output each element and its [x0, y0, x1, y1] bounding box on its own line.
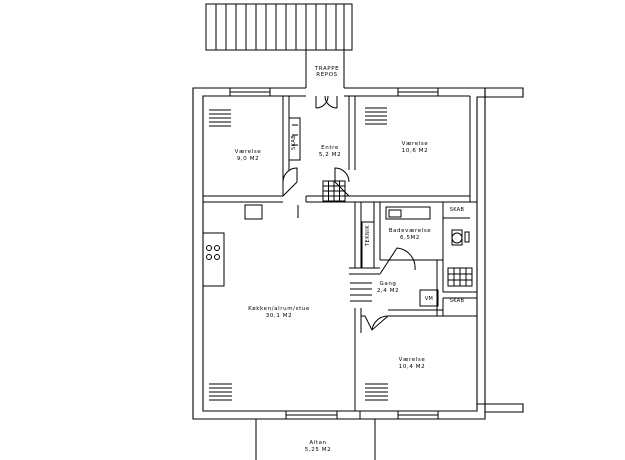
balcony-name: Altan	[309, 440, 327, 446]
entrance-closet	[288, 117, 301, 161]
landing-area: REPOS	[316, 72, 338, 78]
kitchen-name: Køkken/alrum/stue	[248, 306, 310, 312]
kitchen-area: 30,1 M2	[265, 313, 293, 319]
bath-closet-label: SKAB	[449, 207, 465, 213]
technical-label: TEKNIK	[365, 225, 371, 246]
interior-walls	[203, 96, 477, 411]
shower-grate	[448, 268, 472, 286]
exterior-walls	[192, 87, 524, 420]
entrance-closet-label: SKAB	[291, 134, 297, 150]
bedroom-nw-area: 9,0 M2	[236, 156, 260, 162]
doors	[282, 95, 416, 331]
balcony-outline	[255, 419, 376, 460]
windows	[229, 87, 439, 420]
bedroom-ne-area: 10,6 M2	[401, 148, 429, 154]
bedroom-se-area: 10,4 M2	[398, 364, 426, 370]
technical-room	[361, 221, 375, 269]
washer-label: VM	[424, 296, 434, 302]
closet-marks	[292, 124, 298, 146]
bathroom-name: Badeværelse	[388, 228, 432, 234]
bedroom-se-name: Værelse	[398, 357, 426, 363]
staircase	[205, 3, 353, 88]
entrance-area: 5,2 M2	[318, 152, 342, 158]
bedroom-ne-name: Værelse	[401, 141, 429, 147]
hall-closet-label: SKAB	[449, 298, 465, 304]
entrance-name: Entre	[321, 145, 339, 151]
kitchen-counter	[203, 204, 299, 287]
landing-name: TRAPPE	[314, 66, 340, 72]
balcony-area: 5,25 M2	[304, 447, 332, 453]
hall-area: 2,4 M2	[376, 288, 400, 294]
bathroom-area: 6,5M2	[400, 235, 420, 241]
floor-grate	[322, 180, 346, 202]
hall-stair	[350, 282, 372, 302]
bedroom-nw-name: Værelse	[234, 149, 262, 155]
hall-name: Gang	[379, 281, 397, 287]
radiator-marks	[209, 107, 388, 401]
